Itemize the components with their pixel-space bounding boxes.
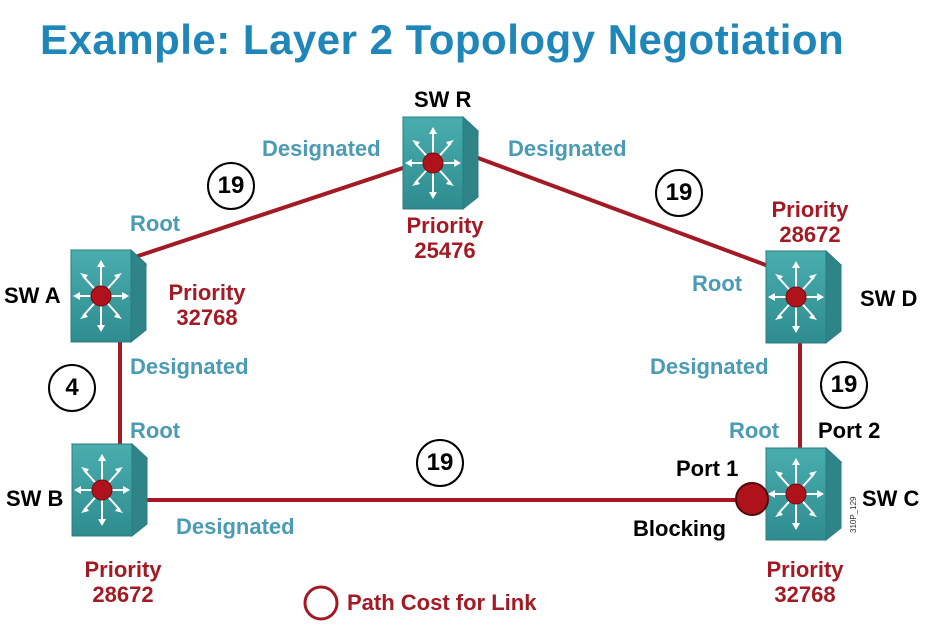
path-cost-sw-a-sw-b: 4 <box>48 364 96 412</box>
switch-a-name: SW A <box>4 283 61 308</box>
port-2-label: Port 2 <box>818 418 881 443</box>
link-sw-a-sw-r <box>118 161 420 264</box>
priority-label: Priority <box>406 213 484 238</box>
switch-d-icon <box>765 250 842 344</box>
switch-r-icon <box>402 116 479 210</box>
legend-label: Path Cost for Link <box>347 590 537 615</box>
page-title: Example: Layer 2 Topology Negotiation <box>40 16 845 63</box>
priority-value: 28672 <box>779 222 841 247</box>
switch-r-priority: Priority 25476 <box>398 213 492 263</box>
priority-label: Priority <box>771 197 849 222</box>
switch-d-name: SW D <box>860 286 918 311</box>
port-role-sw-d-left: Root <box>692 271 743 296</box>
priority-value: 25476 <box>414 238 476 263</box>
port-role-sw-r-right: Designated <box>508 136 627 161</box>
switch-d-priority: Priority 28672 <box>763 197 857 247</box>
figure-id: 310P_129 <box>849 496 858 533</box>
switch-a-icon <box>70 249 147 343</box>
port-role-sw-b-top: Root <box>130 418 181 443</box>
priority-label: Priority <box>168 280 246 305</box>
path-cost-sw-b-sw-c: 19 <box>416 439 464 487</box>
switch-c-name: SW C <box>862 486 920 511</box>
switch-r-name: SW R <box>414 87 472 112</box>
blocking-port-marker <box>735 482 769 516</box>
port-role-sw-b-right: Designated <box>176 514 295 539</box>
port-role-sw-a-bottom: Designated <box>130 354 249 379</box>
switch-a-priority: Priority 32768 <box>160 280 254 330</box>
port-role-sw-a-top: Root <box>130 211 181 236</box>
path-cost-sw-a-sw-r: 19 <box>207 162 255 210</box>
priority-value: 28672 <box>92 582 154 607</box>
port-1-label: Port 1 <box>676 456 739 481</box>
path-cost-sw-d-sw-c: 19 <box>820 361 868 409</box>
switch-b-name: SW B <box>6 486 64 511</box>
priority-label: Priority <box>766 557 844 582</box>
path-cost-sw-r-sw-d: 19 <box>655 169 703 217</box>
switch-c-icon <box>765 447 842 541</box>
port-role-sw-c-top: Root <box>729 418 780 443</box>
priority-label: Priority <box>84 557 162 582</box>
blocking-label: Blocking <box>633 516 726 541</box>
link-sw-r-sw-d <box>468 153 792 276</box>
switch-b-priority: Priority 28672 <box>76 557 170 607</box>
switch-c-priority: Priority 32768 <box>758 557 852 607</box>
legend-circle-icon <box>303 585 339 621</box>
priority-value: 32768 <box>774 582 836 607</box>
port-role-sw-r-left: Designated <box>262 136 381 161</box>
switch-b-icon <box>71 443 148 537</box>
priority-value: 32768 <box>176 305 238 330</box>
port-role-sw-d-bottom: Designated <box>650 354 769 379</box>
